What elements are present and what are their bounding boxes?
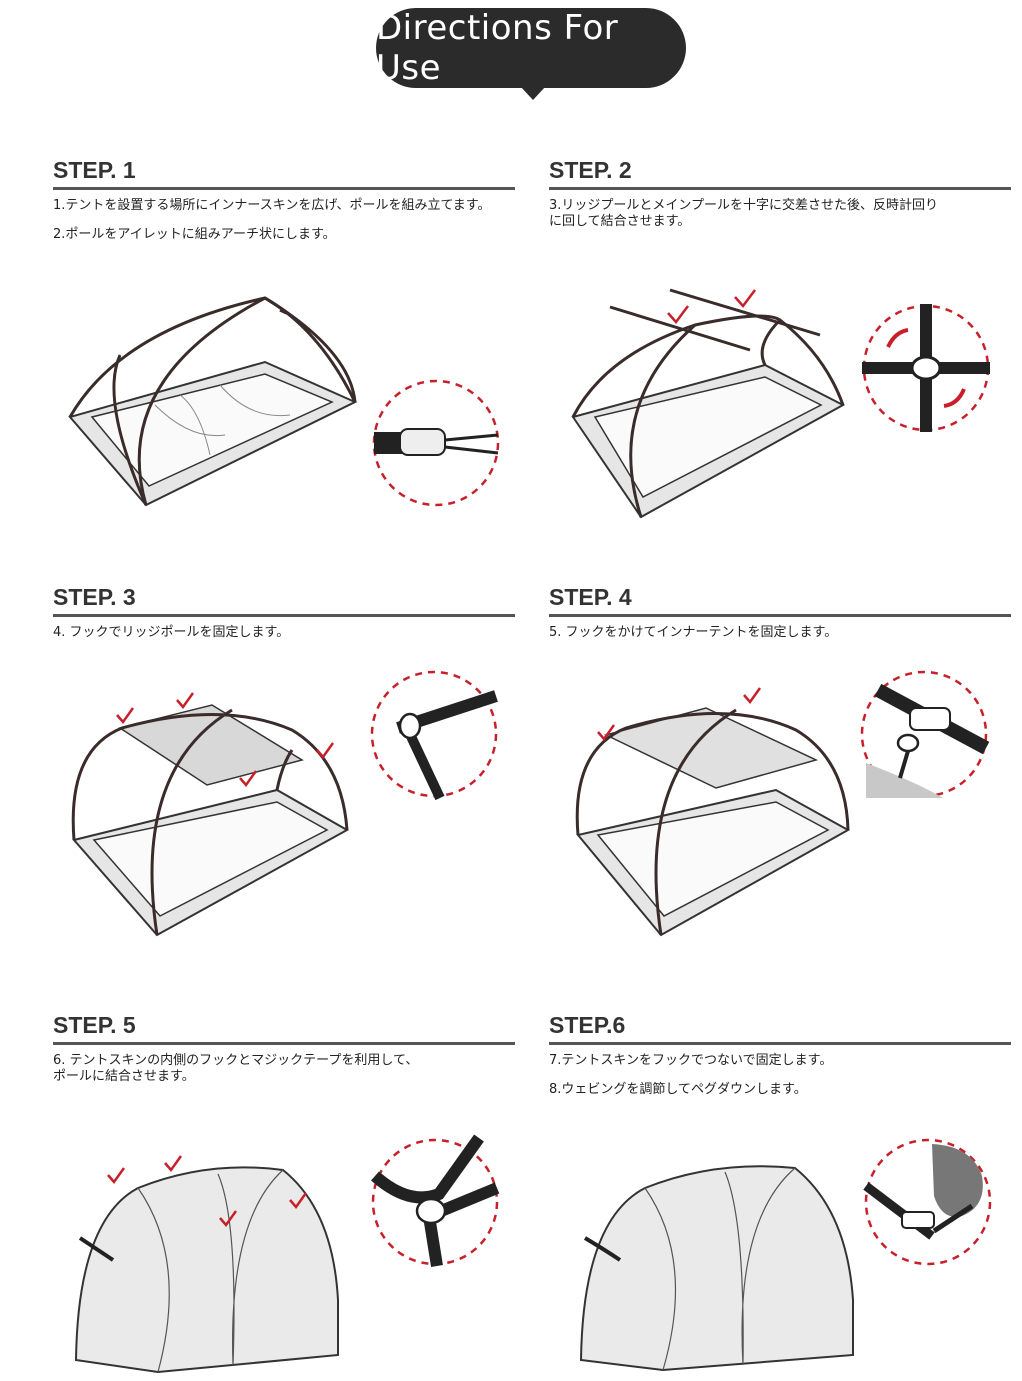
banner-pointer [520, 86, 546, 100]
step-1-section: STEP. 1 1.テントを設置する場所にインナースキンを広げ、ポールを組み立て… [53, 155, 515, 256]
step-3-instruction-1: 4. フックでリッジポールを固定します。 [53, 625, 290, 640]
step-3-hook-detail-icon [370, 670, 498, 801]
step-2-tent-illustration [571, 288, 846, 519]
step-6-instruction-2: 8.ウェビングを調節してペグダウンします。 [549, 1082, 807, 1097]
step-4-hook-detail-icon [860, 670, 990, 798]
step-1-eyelet-detail-icon [372, 379, 500, 507]
step-5-instructions: 6. テントスキンの内側のフックとマジックテープを利用して、 ポールに結合させま… [53, 1053, 515, 1085]
step-4-instruction-1: 5. フックをかけてインナーテントを固定します。 [549, 625, 838, 640]
step-5-rule [53, 1042, 515, 1045]
step-1-tent-illustration [68, 296, 358, 507]
step-4-instructions: 5. フックをかけてインナーテントを固定します。 [549, 625, 1011, 641]
step-3-tent-illustration [71, 692, 350, 937]
step-3-title: STEP. 3 [53, 584, 136, 610]
step-4-title: STEP. 4 [549, 584, 632, 610]
step-6-webbing-detail-icon [863, 1138, 992, 1266]
step-1-instructions: 1.テントを設置する場所にインナースキンを広げ、ポールを組み立てます。 2.ポー… [53, 198, 515, 243]
step-5-instruction-1: 6. テントスキンの内側のフックとマジックテープを利用して、 ポールに結合させま… [53, 1053, 419, 1084]
step-3-section: STEP. 3 4. フックでリッジポールを固定します。 [53, 582, 515, 654]
page-title: Directions For Use [376, 8, 619, 88]
step-6-title: STEP.6 [549, 1012, 626, 1038]
step-6-section: STEP.6 7.テントスキンをフックでつないで固定します。 8.ウェビングを調… [549, 1010, 1011, 1111]
step-5-velcro-detail-icon [371, 1134, 500, 1267]
step-4-rule [549, 614, 1011, 617]
step-2-instruction-1: 3.リッジプールとメインプールを十字に交差させた後、反時計回り に回して結合させ… [549, 198, 939, 229]
step-5-tent-illustration [74, 1155, 339, 1374]
step-2-instructions: 3.リッジプールとメインプールを十字に交差させた後、反時計回り に回して結合させ… [549, 198, 1011, 230]
step-6-tent-illustration [579, 1165, 854, 1372]
step-1-instruction-1: 1.テントを設置する場所にインナースキンを広げ、ポールを組み立てます。 [53, 198, 491, 213]
step-4-tent-illustration [575, 687, 851, 937]
step-1-instruction-2: 2.ポールをアイレットに組みアーチ状にします。 [53, 227, 336, 242]
step-3-instructions: 4. フックでリッジポールを固定します。 [53, 625, 515, 641]
step-2-rule [549, 187, 1011, 190]
step-6-instructions: 7.テントスキンをフックでつないで固定します。 8.ウェビングを調節してペグダウ… [549, 1053, 1011, 1098]
step-5-section: STEP. 5 6. テントスキンの内側のフックとマジックテープを利用して、 ポ… [53, 1010, 515, 1098]
page-title-banner: Directions For Use [376, 8, 686, 88]
step-6-instruction-1: 7.テントスキンをフックでつないで固定します。 [549, 1053, 833, 1068]
step-2-pole-cross-detail-icon [862, 304, 990, 432]
step-3-rule [53, 614, 515, 617]
step-4-section: STEP. 4 5. フックをかけてインナーテントを固定します。 [549, 582, 1011, 654]
step-1-rule [53, 187, 515, 190]
step-6-rule [549, 1042, 1011, 1045]
step-5-title: STEP. 5 [53, 1012, 136, 1038]
step-2-section: STEP. 2 3.リッジプールとメインプールを十字に交差させた後、反時計回り … [549, 155, 1011, 243]
step-2-title: STEP. 2 [549, 157, 632, 183]
step-1-title: STEP. 1 [53, 157, 136, 183]
